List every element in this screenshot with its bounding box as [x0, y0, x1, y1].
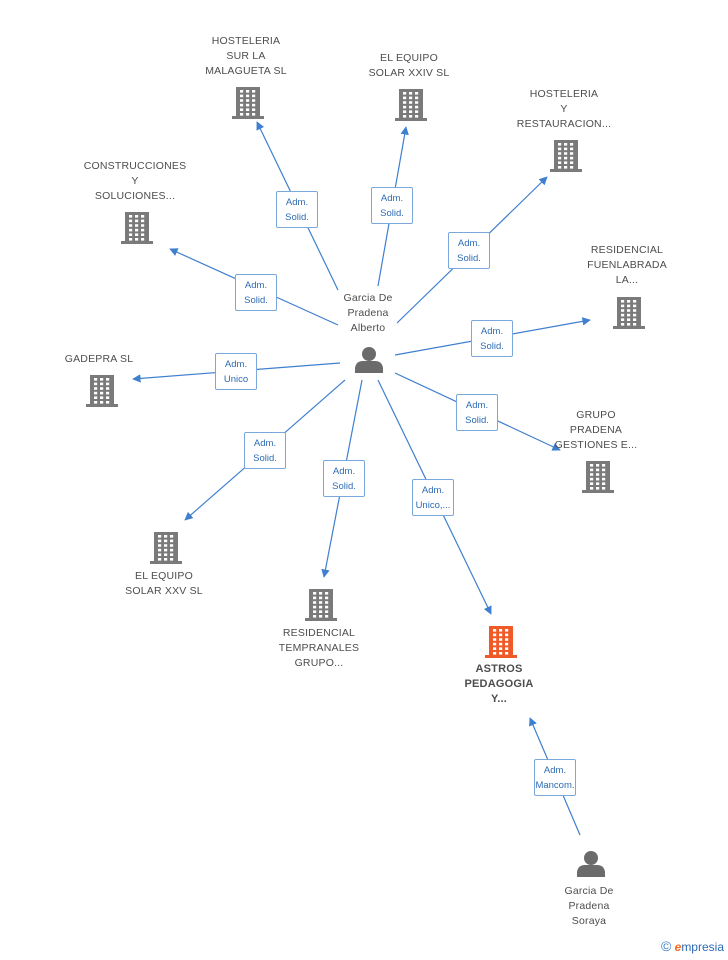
- building-icon[interactable]: [121, 212, 153, 244]
- building-icon[interactable]: [232, 87, 264, 119]
- residencial-temp-label[interactable]: RESIDENCIAL TEMPRANALES GRUPO...: [278, 627, 360, 669]
- role-tag[interactable]: Adm. Solid.: [323, 460, 365, 497]
- construcciones-label[interactable]: CONSTRUCCIONES Y SOLUCIONES...: [83, 160, 187, 202]
- building-icon[interactable]: [613, 297, 645, 329]
- brand-initial: e: [674, 940, 682, 954]
- building-icon[interactable]: [550, 140, 582, 172]
- brand-name: mpresia: [681, 940, 724, 954]
- role-tag[interactable]: Adm. Unico: [215, 353, 257, 390]
- role-tag[interactable]: Adm. Solid.: [244, 432, 286, 469]
- gadepra-label[interactable]: GADEPRA SL: [64, 353, 134, 365]
- equipo-xxv-label[interactable]: EL EQUIPO SOLAR XXV SL: [125, 570, 203, 597]
- role-tag[interactable]: Adm. Solid.: [456, 394, 498, 431]
- building-icon[interactable]: [150, 532, 182, 564]
- building-icon[interactable]: [305, 589, 337, 621]
- astros-label[interactable]: ASTROS PEDAGOGIA Y...: [464, 663, 534, 705]
- building-icon[interactable]: [86, 375, 118, 407]
- person-soraya-label[interactable]: Garcia De Pradena Soraya: [564, 885, 614, 927]
- role-tag[interactable]: Adm. Solid.: [276, 191, 318, 228]
- role-tag[interactable]: Adm. Solid.: [448, 232, 490, 269]
- role-tag[interactable]: Adm. Unico,...: [412, 479, 454, 516]
- residencial-fuen-label[interactable]: RESIDENCIAL FUENLABRADA LA...: [587, 244, 667, 286]
- copyright-icon: ©: [660, 938, 672, 954]
- person-icon[interactable]: [355, 347, 383, 373]
- building-icon[interactable]: [582, 461, 614, 493]
- role-tag[interactable]: Adm. Mancom.: [534, 759, 576, 796]
- node-layer: [86, 87, 645, 877]
- role-tag[interactable]: Adm. Solid.: [235, 274, 277, 311]
- person-alberto-label[interactable]: Garcia De Pradena Alberto: [343, 292, 393, 334]
- hosteleria-rest-label[interactable]: HOSTELERIA Y RESTAURACION...: [516, 88, 612, 130]
- role-tag[interactable]: Adm. Solid.: [471, 320, 513, 357]
- equipo-xxiv-label[interactable]: EL EQUIPO SOLAR XXIV SL: [368, 52, 450, 79]
- building-icon[interactable]: [485, 626, 517, 658]
- role-tag[interactable]: Adm. Solid.: [371, 187, 413, 224]
- empresia-brand[interactable]: © empresia: [661, 938, 724, 954]
- person-icon[interactable]: [577, 851, 605, 877]
- building-icon[interactable]: [395, 89, 427, 121]
- grupo-pradena-label[interactable]: GRUPO PRADENA GESTIONES E...: [554, 409, 638, 451]
- hosteleria-sur-label[interactable]: HOSTELERIA SUR LA MALAGUETA SL: [205, 35, 287, 77]
